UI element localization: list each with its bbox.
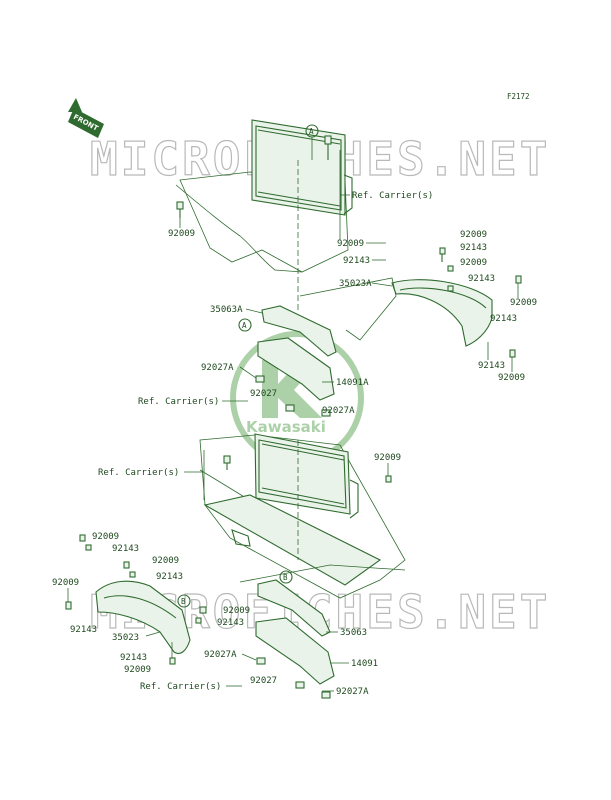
label-35023: 35023 [112,633,139,643]
bolt-icon [199,606,207,614]
label-ref-carrier-1: Ref. Carrier(s) [352,191,433,201]
label-92027A-c: 92027A [204,650,237,660]
collar-icon [321,691,331,699]
collar-icon [285,404,295,412]
svg-text:B: B [181,597,186,606]
bolt-icon [447,285,454,292]
label-92143-g: 92143 [156,572,183,582]
bolt-icon [324,135,332,160]
label-92009-c: 92009 [460,230,487,240]
svg-text:A: A [242,321,247,330]
bolt-icon [385,475,392,483]
label-92009-h: 92009 [92,532,119,542]
bolt-icon [439,247,446,262]
collar-icon [255,375,265,383]
bolt-icon [85,544,92,551]
bolt-icon [79,534,86,542]
label-92027-b: 92027 [250,676,277,686]
label-92027-a: 92027 [250,389,277,399]
front-arrow-icon: FRONT [68,98,104,138]
label-92143-h: 92143 [70,625,97,635]
label-92009-a: 92009 [168,229,195,239]
label-ref-carrier-3: Ref. Carrier(s) [98,468,179,478]
label-92143-a: 92143 [343,256,370,266]
label-92009-d: 92009 [460,258,487,268]
label-14091: 14091 [351,659,378,669]
label-92009-f: 92009 [498,373,525,383]
upper-assembly: A A [175,119,522,417]
bolt-icon [509,349,516,358]
label-92009-g: 92009 [374,453,401,463]
callouts: Ref. Carrier(s) 92009 92009 92143 35023A… [52,150,537,697]
label-92009-i: 92009 [152,556,179,566]
logo-text: Kawasaki [246,418,326,436]
svg-text:A: A [309,127,314,136]
label-14091A: 14091A [336,378,369,388]
bolt-icon [65,601,72,610]
label-ref-carrier-4: Ref. Carrier(s) [140,682,221,692]
collar-icon [321,409,331,417]
label-92143-j: 92143 [120,653,147,663]
label-35063A: 35063A [210,305,243,315]
diagram-code: F2172 [507,92,530,101]
label-92009-k: 92009 [223,606,250,616]
ref-marker-a: A [238,318,252,332]
label-92143-e: 92143 [478,361,505,371]
label-92027A-b: 92027A [322,406,355,416]
bolt-icon [195,617,202,624]
collar-icon [256,657,266,665]
bolt-icon [515,275,522,284]
svg-text:B: B [283,573,288,582]
label-92143-f: 92143 [112,544,139,554]
label-92143-d: 92143 [490,314,517,324]
label-92027A-a: 92027A [201,363,234,373]
label-92143-c: 92143 [468,274,495,284]
bolt-icon [223,455,231,470]
label-92009-j: 92009 [52,578,79,588]
bolt-icon [123,561,130,569]
label-92009-l: 92009 [124,665,151,675]
lower-assembly: B B [65,433,406,699]
label-35063: 35063 [340,628,367,638]
ref-marker-b: B [279,570,293,584]
label-92027A-d: 92027A [336,687,369,697]
label-92009-b: 92009 [337,239,364,249]
collar-icon [295,681,305,689]
ref-marker-b: B [177,594,191,608]
bolt-icon [129,571,136,578]
bolt-icon [447,265,454,272]
label-92143-b: 92143 [460,243,487,253]
label-ref-carrier-2: Ref. Carrier(s) [138,397,219,407]
bolt-icon [169,657,176,665]
ref-marker-a: A [305,124,319,160]
label-35023A: 35023A [339,279,372,289]
label-92143-i: 92143 [217,618,244,628]
bolt-icon [176,201,184,218]
label-92009-e: 92009 [510,298,537,308]
